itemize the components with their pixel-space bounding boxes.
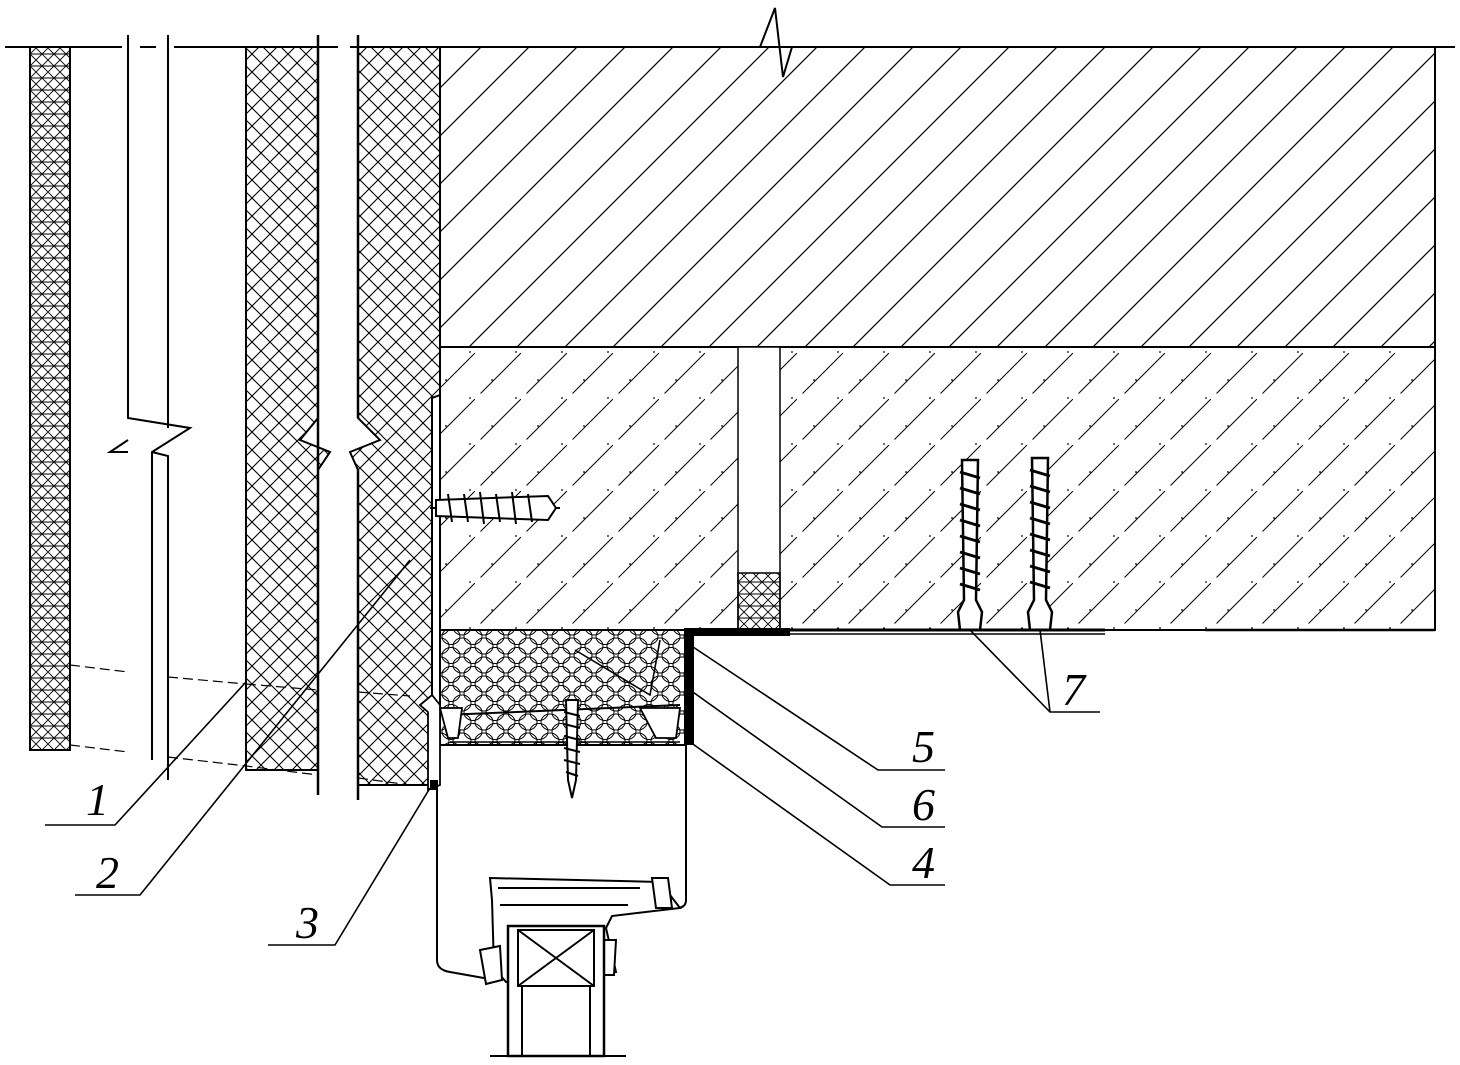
left-insulation-board-3 [348, 35, 441, 800]
dashed-extension-lines [69, 664, 411, 786]
ceiling-finish-strip [690, 628, 1435, 635]
callout-6: 6 [912, 779, 935, 830]
air-gap-lines [106, 35, 193, 780]
callout-3: 3 [295, 897, 319, 948]
leader-lines [45, 559, 1100, 946]
glass-pane [490, 924, 626, 1058]
callout-5: 5 [912, 721, 935, 772]
gap-filler-block [737, 572, 781, 631]
frame-screw [563, 699, 581, 799]
left-insulation-board-1 [29, 46, 71, 751]
masonry-wall-layer [439, 346, 1436, 631]
callout-1: 1 [86, 774, 109, 825]
steel-angle [684, 628, 790, 745]
concrete-slab [439, 46, 1436, 348]
window-frame [418, 693, 687, 981]
callout-7: 7 [1062, 664, 1087, 715]
callout-2: 2 [96, 847, 119, 898]
callout-4: 4 [912, 837, 935, 888]
left-insulation-board-2 [245, 35, 332, 795]
horizontal-anchor-bolt [430, 491, 560, 525]
vertical-screw-2 [1026, 456, 1054, 632]
